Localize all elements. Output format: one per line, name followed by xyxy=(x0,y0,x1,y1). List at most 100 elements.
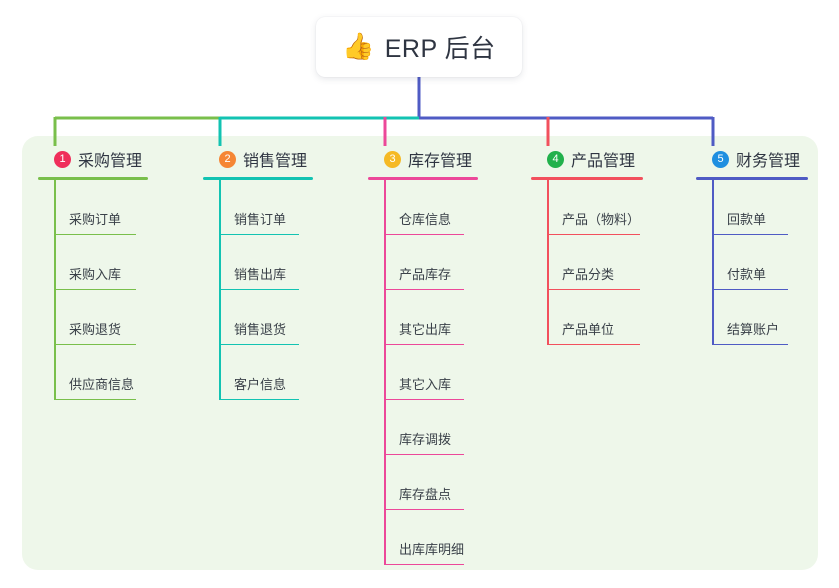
branch-spine xyxy=(54,180,56,400)
leaf-item[interactable]: 其它入库 xyxy=(368,345,478,400)
branch-header-rule xyxy=(368,177,478,180)
leaf-item[interactable]: 仓库信息 xyxy=(368,180,478,235)
leaf-label: 供应商信息 xyxy=(69,377,135,392)
leaf-item[interactable]: 库存盘点 xyxy=(368,455,478,510)
leaf-rule xyxy=(712,343,788,345)
branch-header-4[interactable]: 4 产品管理 xyxy=(531,146,643,172)
leaf-label: 客户信息 xyxy=(234,377,287,392)
branch-title: 采购管理 xyxy=(78,153,143,170)
branch-leaf-list: 销售订单销售出库销售退货客户信息 xyxy=(203,180,313,400)
branch-index-badge: 3 xyxy=(384,150,401,168)
leaf-item[interactable]: 销售退货 xyxy=(203,290,313,345)
leaf-item[interactable]: 采购退货 xyxy=(38,290,148,345)
branch-header-rule xyxy=(38,177,148,180)
branch-index-badge: 5 xyxy=(712,150,729,168)
leaf-label: 付款单 xyxy=(727,267,767,282)
leaf-item[interactable]: 回款单 xyxy=(696,180,808,235)
leaf-rule xyxy=(712,288,788,290)
leaf-rule xyxy=(384,233,464,235)
branch-leaf-list: 产品（物料） 产品分类产品单位 xyxy=(531,180,643,345)
leaf-label: 回款单 xyxy=(727,212,767,227)
leaf-label: 销售出库 xyxy=(234,267,287,282)
leaf-rule xyxy=(712,233,788,235)
branch-header-5[interactable]: 5 财务管理 xyxy=(696,146,808,172)
branch-column-5: 5 财务管理回款单付款单结算账户 xyxy=(696,146,808,345)
leaf-item[interactable]: 结算账户 xyxy=(696,290,808,345)
leaf-rule xyxy=(547,233,640,235)
leaf-item[interactable]: 供应商信息 xyxy=(38,345,148,400)
leaf-label: 其它出库 xyxy=(399,322,452,337)
branch-header-2[interactable]: 2 销售管理 xyxy=(203,146,313,172)
leaf-rule xyxy=(547,288,640,290)
leaf-item[interactable]: 销售出库 xyxy=(203,235,313,290)
branch-index-badge: 1 xyxy=(54,150,71,168)
leaf-item[interactable]: 采购入库 xyxy=(38,235,148,290)
leaf-rule xyxy=(384,453,464,455)
leaf-rule xyxy=(54,343,136,345)
leaf-rule xyxy=(54,288,136,290)
branch-column-1: 1 采购管理采购订单采购入库采购退货供应商信息 xyxy=(38,146,148,400)
leaf-item[interactable]: 产品单位 xyxy=(531,290,643,345)
leaf-rule xyxy=(547,343,640,345)
branch-title: 财务管理 xyxy=(736,153,801,170)
branch-header-rule xyxy=(203,177,313,180)
leaf-label: 结算账户 xyxy=(727,322,780,337)
root-title: ERP 后台 xyxy=(384,35,496,63)
thumbs-up-icon: 👍 xyxy=(342,32,375,62)
root-node[interactable]: 👍 ERP 后台 xyxy=(316,17,522,77)
leaf-rule xyxy=(219,233,299,235)
branch-leaf-list: 仓库信息产品库存其它出库其它入库库存调拨库存盘点出库库明细 xyxy=(368,180,478,565)
branch-column-3: 3 库存管理仓库信息产品库存其它出库其它入库库存调拨库存盘点出库库明细 xyxy=(368,146,478,565)
branch-column-2: 2 销售管理销售订单销售出库销售退货客户信息 xyxy=(203,146,313,400)
branch-title: 产品管理 xyxy=(571,153,636,170)
leaf-item[interactable]: 出库库明细 xyxy=(368,510,478,565)
leaf-label: 产品单位 xyxy=(562,322,615,337)
branch-header-3[interactable]: 3 库存管理 xyxy=(368,146,478,172)
leaf-rule xyxy=(384,398,464,400)
leaf-item[interactable]: 产品（物料） xyxy=(531,180,643,235)
leaf-item[interactable]: 库存调拨 xyxy=(368,400,478,455)
branch-title: 库存管理 xyxy=(408,153,473,170)
branch-leaf-list: 回款单付款单结算账户 xyxy=(696,180,808,345)
leaf-label: 销售退货 xyxy=(234,322,287,337)
leaf-label: 仓库信息 xyxy=(399,212,452,227)
leaf-item[interactable]: 产品库存 xyxy=(368,235,478,290)
leaf-item[interactable]: 采购订单 xyxy=(38,180,148,235)
leaf-item[interactable]: 产品分类 xyxy=(531,235,643,290)
diagram-background-panel xyxy=(22,136,818,570)
branch-index-badge: 2 xyxy=(219,150,236,168)
branch-leaf-list: 采购订单采购入库采购退货供应商信息 xyxy=(38,180,148,400)
leaf-rule xyxy=(384,288,464,290)
leaf-label: 产品分类 xyxy=(562,267,615,282)
leaf-label: 库存盘点 xyxy=(399,487,452,502)
leaf-rule xyxy=(54,398,136,400)
branch-column-4: 4 产品管理产品（物料） 产品分类产品单位 xyxy=(531,146,643,345)
leaf-item[interactable]: 付款单 xyxy=(696,235,808,290)
leaf-label: 产品（物料） xyxy=(562,212,641,227)
branch-spine xyxy=(384,180,386,565)
branch-index-badge: 4 xyxy=(547,150,564,168)
branch-spine xyxy=(219,180,221,400)
leaf-item[interactable]: 客户信息 xyxy=(203,345,313,400)
branch-header-rule xyxy=(531,177,643,180)
leaf-label: 其它入库 xyxy=(399,377,452,392)
leaf-label: 采购入库 xyxy=(69,267,122,282)
leaf-label: 销售订单 xyxy=(234,212,287,227)
leaf-rule xyxy=(384,508,464,510)
leaf-label: 采购订单 xyxy=(69,212,122,227)
leaf-item[interactable]: 其它出库 xyxy=(368,290,478,345)
leaf-label: 产品库存 xyxy=(399,267,452,282)
branch-header-rule xyxy=(696,177,808,180)
branch-title: 销售管理 xyxy=(243,153,308,170)
leaf-rule xyxy=(219,343,299,345)
leaf-rule xyxy=(54,233,136,235)
leaf-rule xyxy=(384,563,464,565)
branch-spine xyxy=(712,180,714,345)
leaf-label: 库存调拨 xyxy=(399,432,452,447)
leaf-label: 出库库明细 xyxy=(399,542,465,557)
leaf-item[interactable]: 销售订单 xyxy=(203,180,313,235)
leaf-label: 采购退货 xyxy=(69,322,122,337)
branch-spine xyxy=(547,180,549,345)
branch-header-1[interactable]: 1 采购管理 xyxy=(38,146,148,172)
